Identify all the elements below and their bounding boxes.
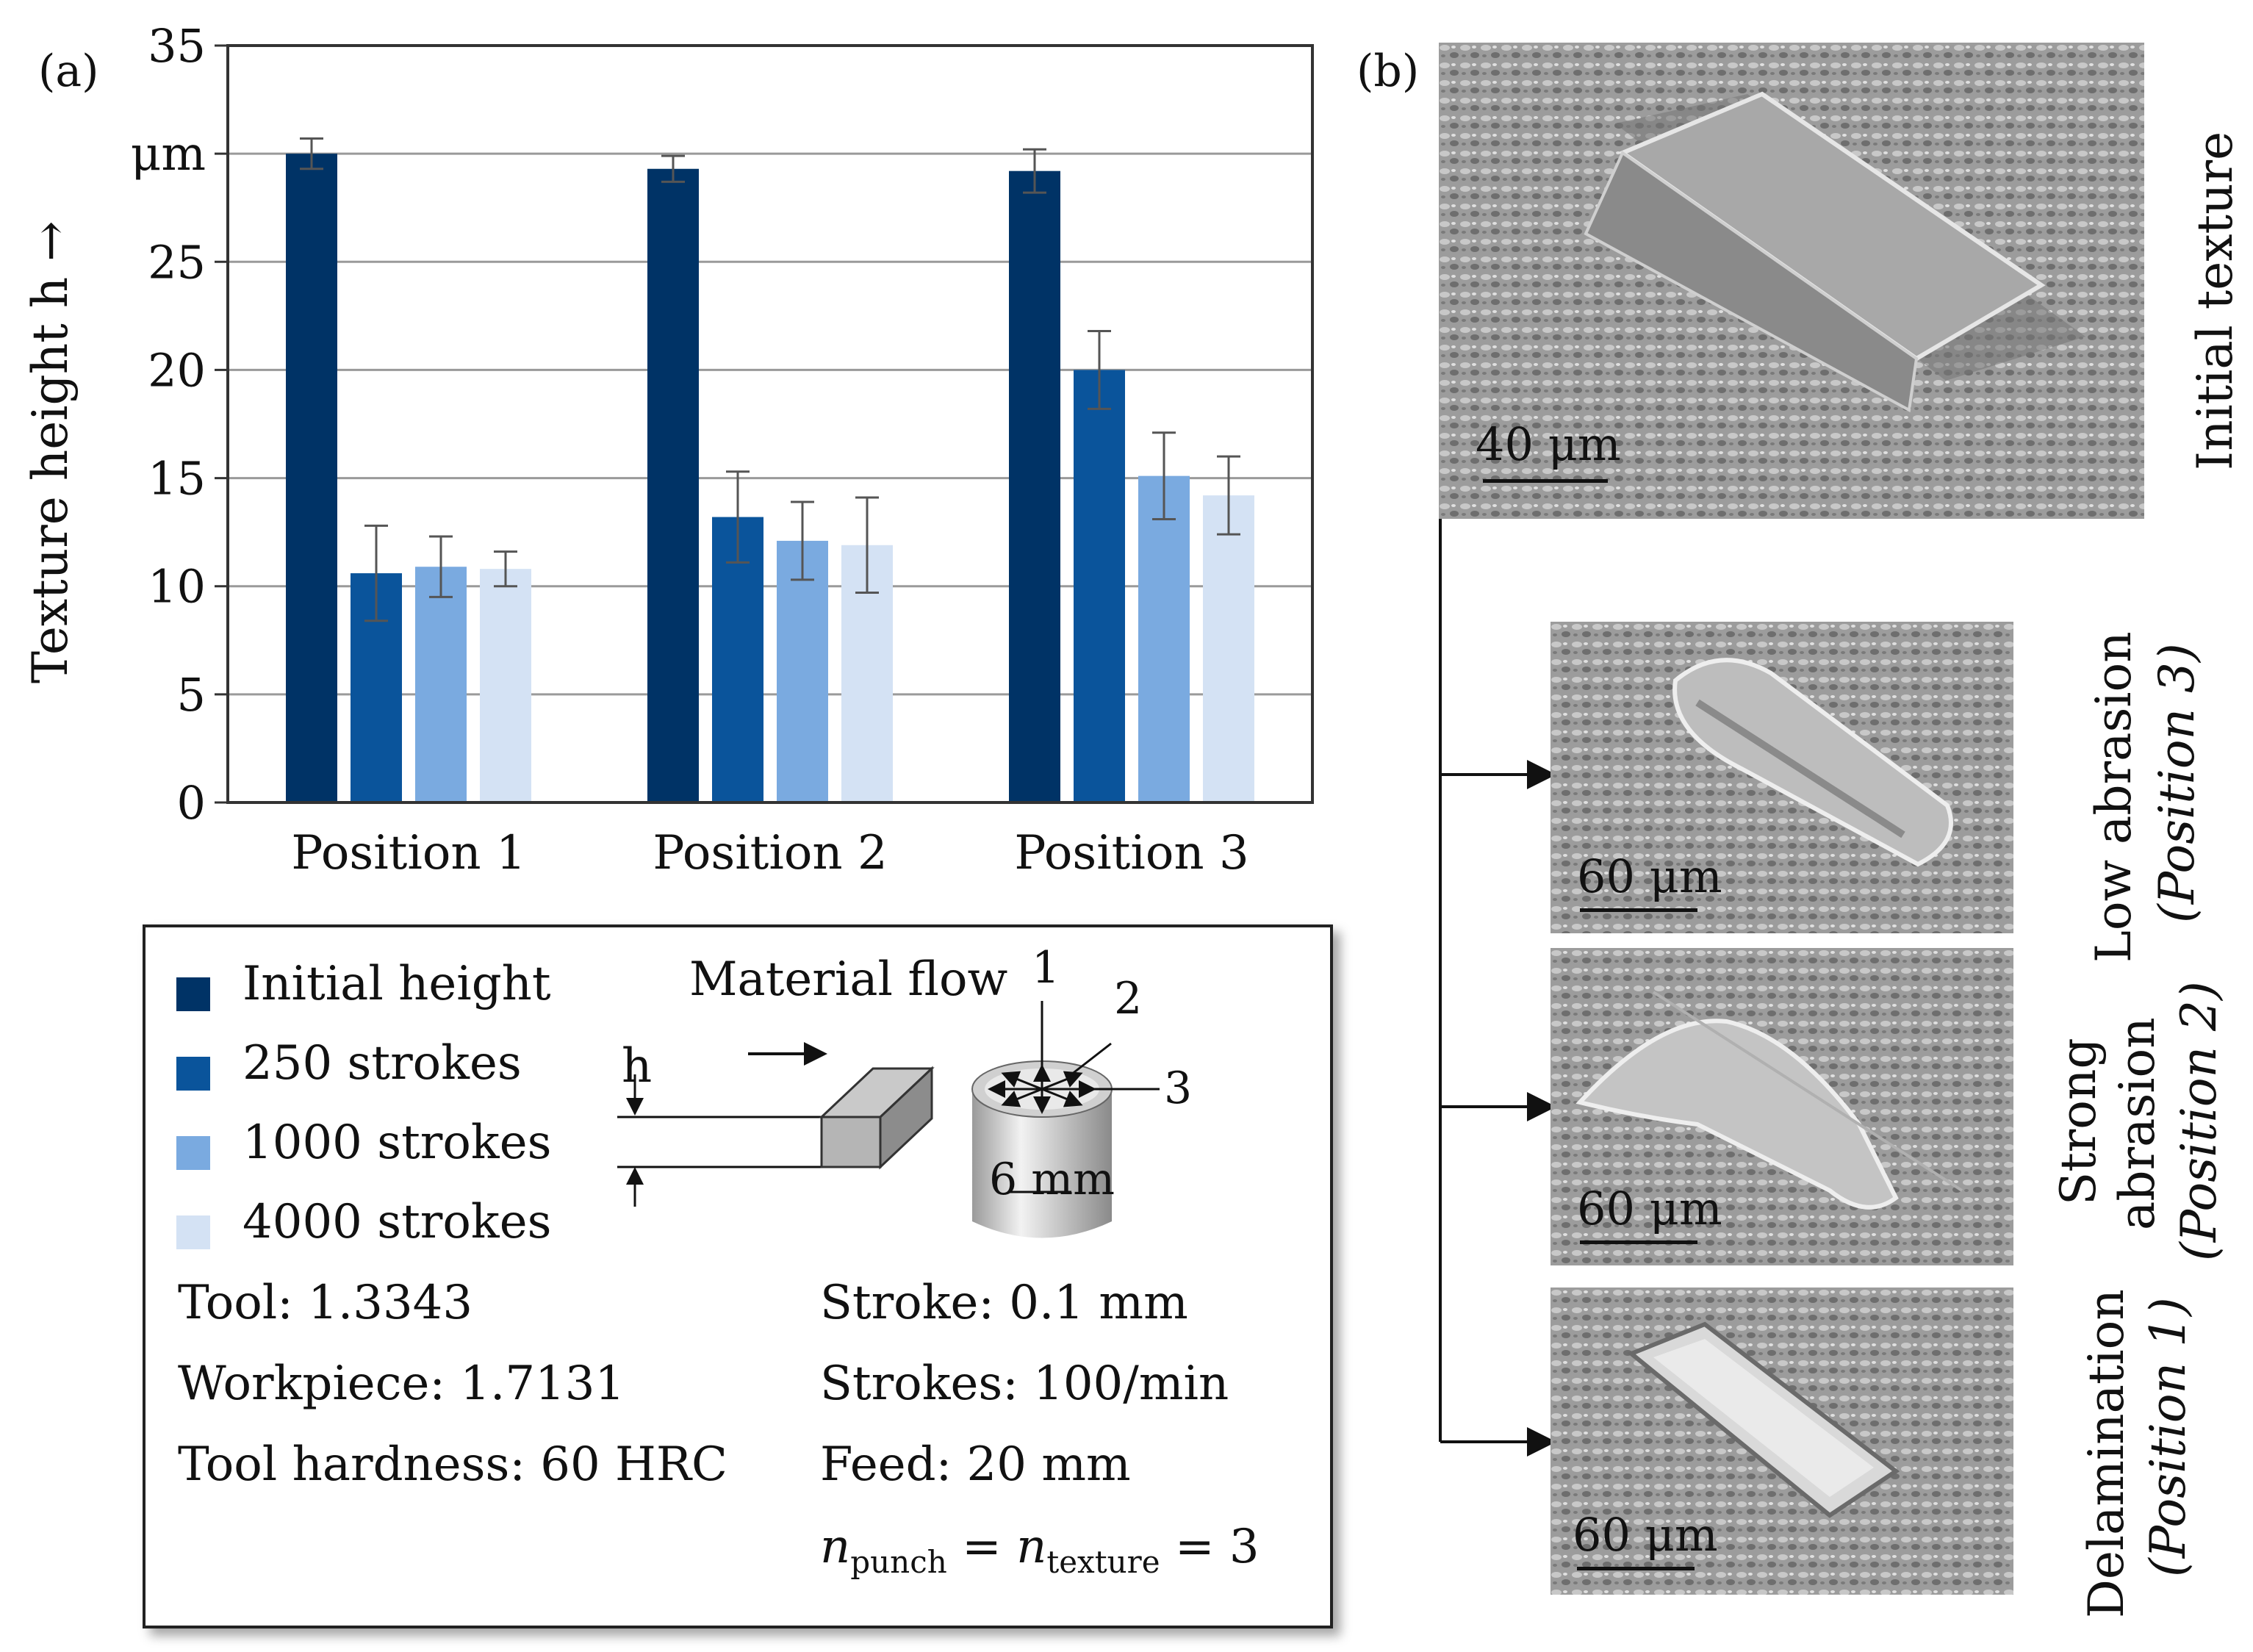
side-label-abrasion: abrasion — [2109, 1017, 2166, 1230]
formula-eq2: = 3 — [1160, 1520, 1260, 1574]
y-tick-label: 15 — [148, 452, 206, 506]
y-tick-label: 0 — [177, 776, 206, 830]
x-tick-label: Position 3 — [1014, 826, 1248, 880]
position-1-marker: 1 — [1032, 942, 1060, 994]
sem-position-1-scale-bar — [1577, 1567, 1695, 1570]
panel-b-label: (b) — [1357, 46, 1420, 97]
legend-parameter-box: Initial height 250 strokes 1000 strokes … — [143, 924, 1333, 1628]
side-label-strong-pos: (Position 2) — [2171, 981, 2227, 1261]
bar — [1009, 170, 1060, 802]
param-feed: Feed: 20 mm — [820, 1437, 1131, 1492]
param-stroke: Stroke: 0.1 mm — [820, 1276, 1188, 1330]
sem-initial-scale-label: 40 μm — [1476, 417, 1621, 471]
schematic-drawing — [617, 1001, 1160, 1238]
chart-bars — [286, 154, 1254, 803]
sem-initial-scale-bar — [1483, 479, 1608, 483]
height-label: h — [622, 1039, 653, 1093]
x-tick-label: Position 2 — [653, 826, 887, 880]
param-strokes-rate: Strokes: 100/min — [820, 1357, 1229, 1411]
legend-item-4000: 4000 strokes — [242, 1195, 552, 1249]
position-3-marker: 3 — [1164, 1063, 1193, 1114]
legend-item-initial: Initial height — [242, 957, 551, 1011]
param-workpiece: Workpiece: 1.7131 — [178, 1357, 625, 1411]
y-tick-label: 10 — [148, 560, 206, 614]
legend-item-250: 250 strokes — [242, 1036, 522, 1091]
y-tick-label: 20 — [148, 343, 206, 397]
plot-frame — [226, 44, 1314, 804]
bar — [647, 168, 699, 802]
sem-image-position-2: 60 μm — [1550, 948, 2013, 1265]
y-unit-label: μm — [131, 127, 206, 182]
param-formula: npunch = ntexture = 3 — [820, 1520, 1260, 1580]
bar — [1074, 370, 1125, 802]
sem-image-initial: 40 μm — [1439, 43, 2144, 519]
bar — [415, 567, 467, 802]
formula-texture: texture — [1046, 1543, 1160, 1580]
bar — [1138, 475, 1190, 802]
x-tick-label: Position 1 — [291, 826, 525, 880]
chart-error-bars — [300, 137, 1240, 622]
bar — [286, 154, 337, 803]
formula-n2: n — [1016, 1520, 1047, 1574]
y-tick-label: 5 — [177, 668, 206, 722]
param-tool: Tool: 1.3343 — [178, 1276, 473, 1330]
sem-position-3-scale-label: 60 μm — [1577, 850, 1722, 903]
branch-connector — [1439, 514, 1556, 1457]
sem-position-2-scale-bar — [1580, 1240, 1697, 1244]
sem-position-1-scale-label: 60 μm — [1573, 1508, 1718, 1562]
bar — [480, 569, 531, 802]
legend-swatch-4000 — [176, 1215, 210, 1249]
side-label-delamination: Delamination — [2078, 1289, 2135, 1618]
panel-a-label: (a) — [38, 46, 99, 97]
side-label-strong: Strong — [2050, 1038, 2107, 1205]
legend-swatch-1000 — [176, 1136, 210, 1170]
formula-punch: punch — [850, 1543, 947, 1580]
formula-n1: n — [820, 1520, 851, 1574]
side-label-low-abrasion: Low abrasion — [2085, 631, 2142, 963]
y-tick-label: 25 — [148, 235, 206, 289]
diameter-label: 6 mm — [989, 1154, 1115, 1205]
formula-eq1: = — [946, 1520, 1017, 1574]
legend-swatch-250 — [176, 1057, 210, 1091]
sem-position-3-scale-bar — [1580, 908, 1697, 912]
side-label-initial: Initial texture — [2187, 131, 2243, 470]
side-label-low-abrasion-pos: (Position 3) — [2149, 643, 2205, 923]
param-hardness: Tool hardness: 60 HRC — [178, 1437, 727, 1492]
material-flow-label: Material flow — [689, 952, 1008, 1007]
sem-position-2-scale-label: 60 μm — [1577, 1182, 1722, 1235]
bar — [777, 540, 828, 802]
legend-item-1000: 1000 strokes — [242, 1116, 552, 1170]
sem-image-position-3: 60 μm — [1550, 622, 2013, 933]
legend-swatch-initial — [176, 977, 210, 1011]
position-2-marker: 2 — [1114, 973, 1143, 1024]
y-tick-label: 35 — [148, 19, 206, 73]
bar — [1203, 495, 1254, 802]
side-label-delamination-pos: (Position 1) — [2140, 1297, 2196, 1577]
sem-image-position-1: 60 μm — [1550, 1288, 2013, 1595]
bar — [712, 517, 763, 802]
